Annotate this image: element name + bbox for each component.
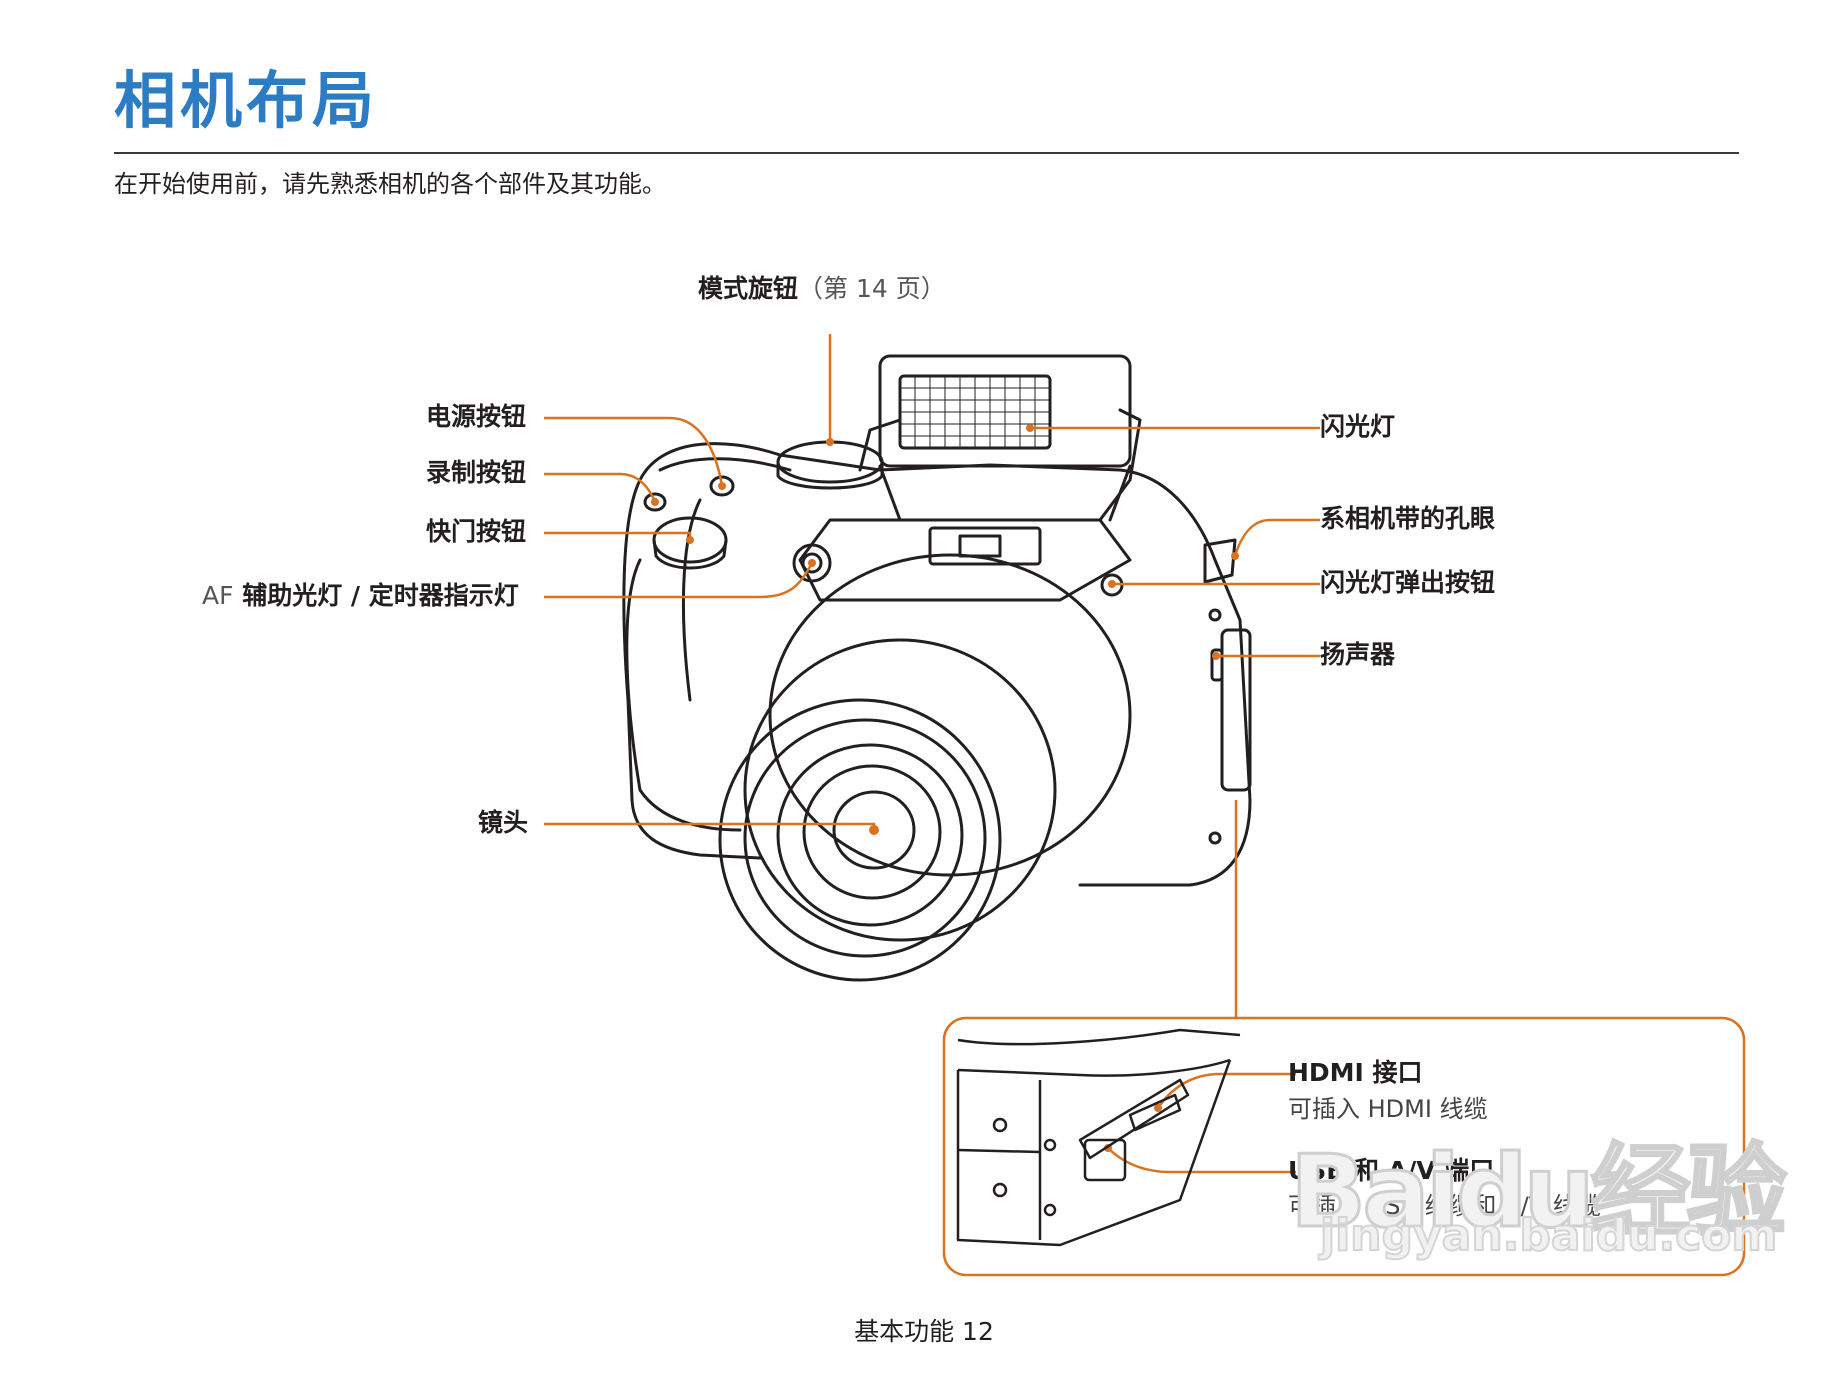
label-flash: 闪光灯 [1320, 412, 1396, 441]
label-flash-popup: 闪光灯弹出按钮 [1320, 568, 1496, 597]
page-subtitle: 在开始使用前，请先熟悉相机的各个部件及其功能。 [114, 170, 666, 198]
watermark-url: jingyan.baidu.com [1319, 1209, 1778, 1262]
baidu-watermark: Baidu经验 jingyan.baidu.com [1289, 1110, 1789, 1263]
lens [718, 698, 1002, 982]
label-record-button: 录制按钮 [426, 458, 527, 487]
title-divider [114, 152, 1739, 154]
label-speaker: 扬声器 [1320, 640, 1396, 669]
label-lens: 镜头 [478, 808, 529, 837]
label-mode-dial: 模式旋钮（第 14 页） [698, 274, 946, 303]
watermark-logo: Baidu经验 [1289, 1132, 1789, 1252]
page-title: 相机布局 [114, 64, 379, 137]
lens-barrel [768, 553, 1132, 877]
page-footer: 基本功能 12 [854, 1317, 994, 1346]
camera-body [622, 442, 1252, 887]
label-strap-eyelet: 系相机带的孔眼 [1320, 504, 1496, 533]
port-inset-box [942, 1016, 1746, 1277]
desc-hdmi-port: 可插入 HDMI 线缆 [1288, 1095, 1488, 1123]
desc-usb-port: 可插入 USB 线缆和 A/V 线缆 [1288, 1192, 1601, 1220]
label-usb-port: USB 和 A/V 端口 [1288, 1156, 1495, 1185]
label-hdmi-port: HDMI 接口 [1288, 1058, 1423, 1087]
label-af-lamp: AF 辅助光灯 / 定时器指示灯 [202, 581, 519, 610]
label-shutter-button: 快门按钮 [426, 517, 527, 546]
label-power-button: 电源按钮 [426, 402, 527, 431]
flash-head [878, 354, 1132, 468]
